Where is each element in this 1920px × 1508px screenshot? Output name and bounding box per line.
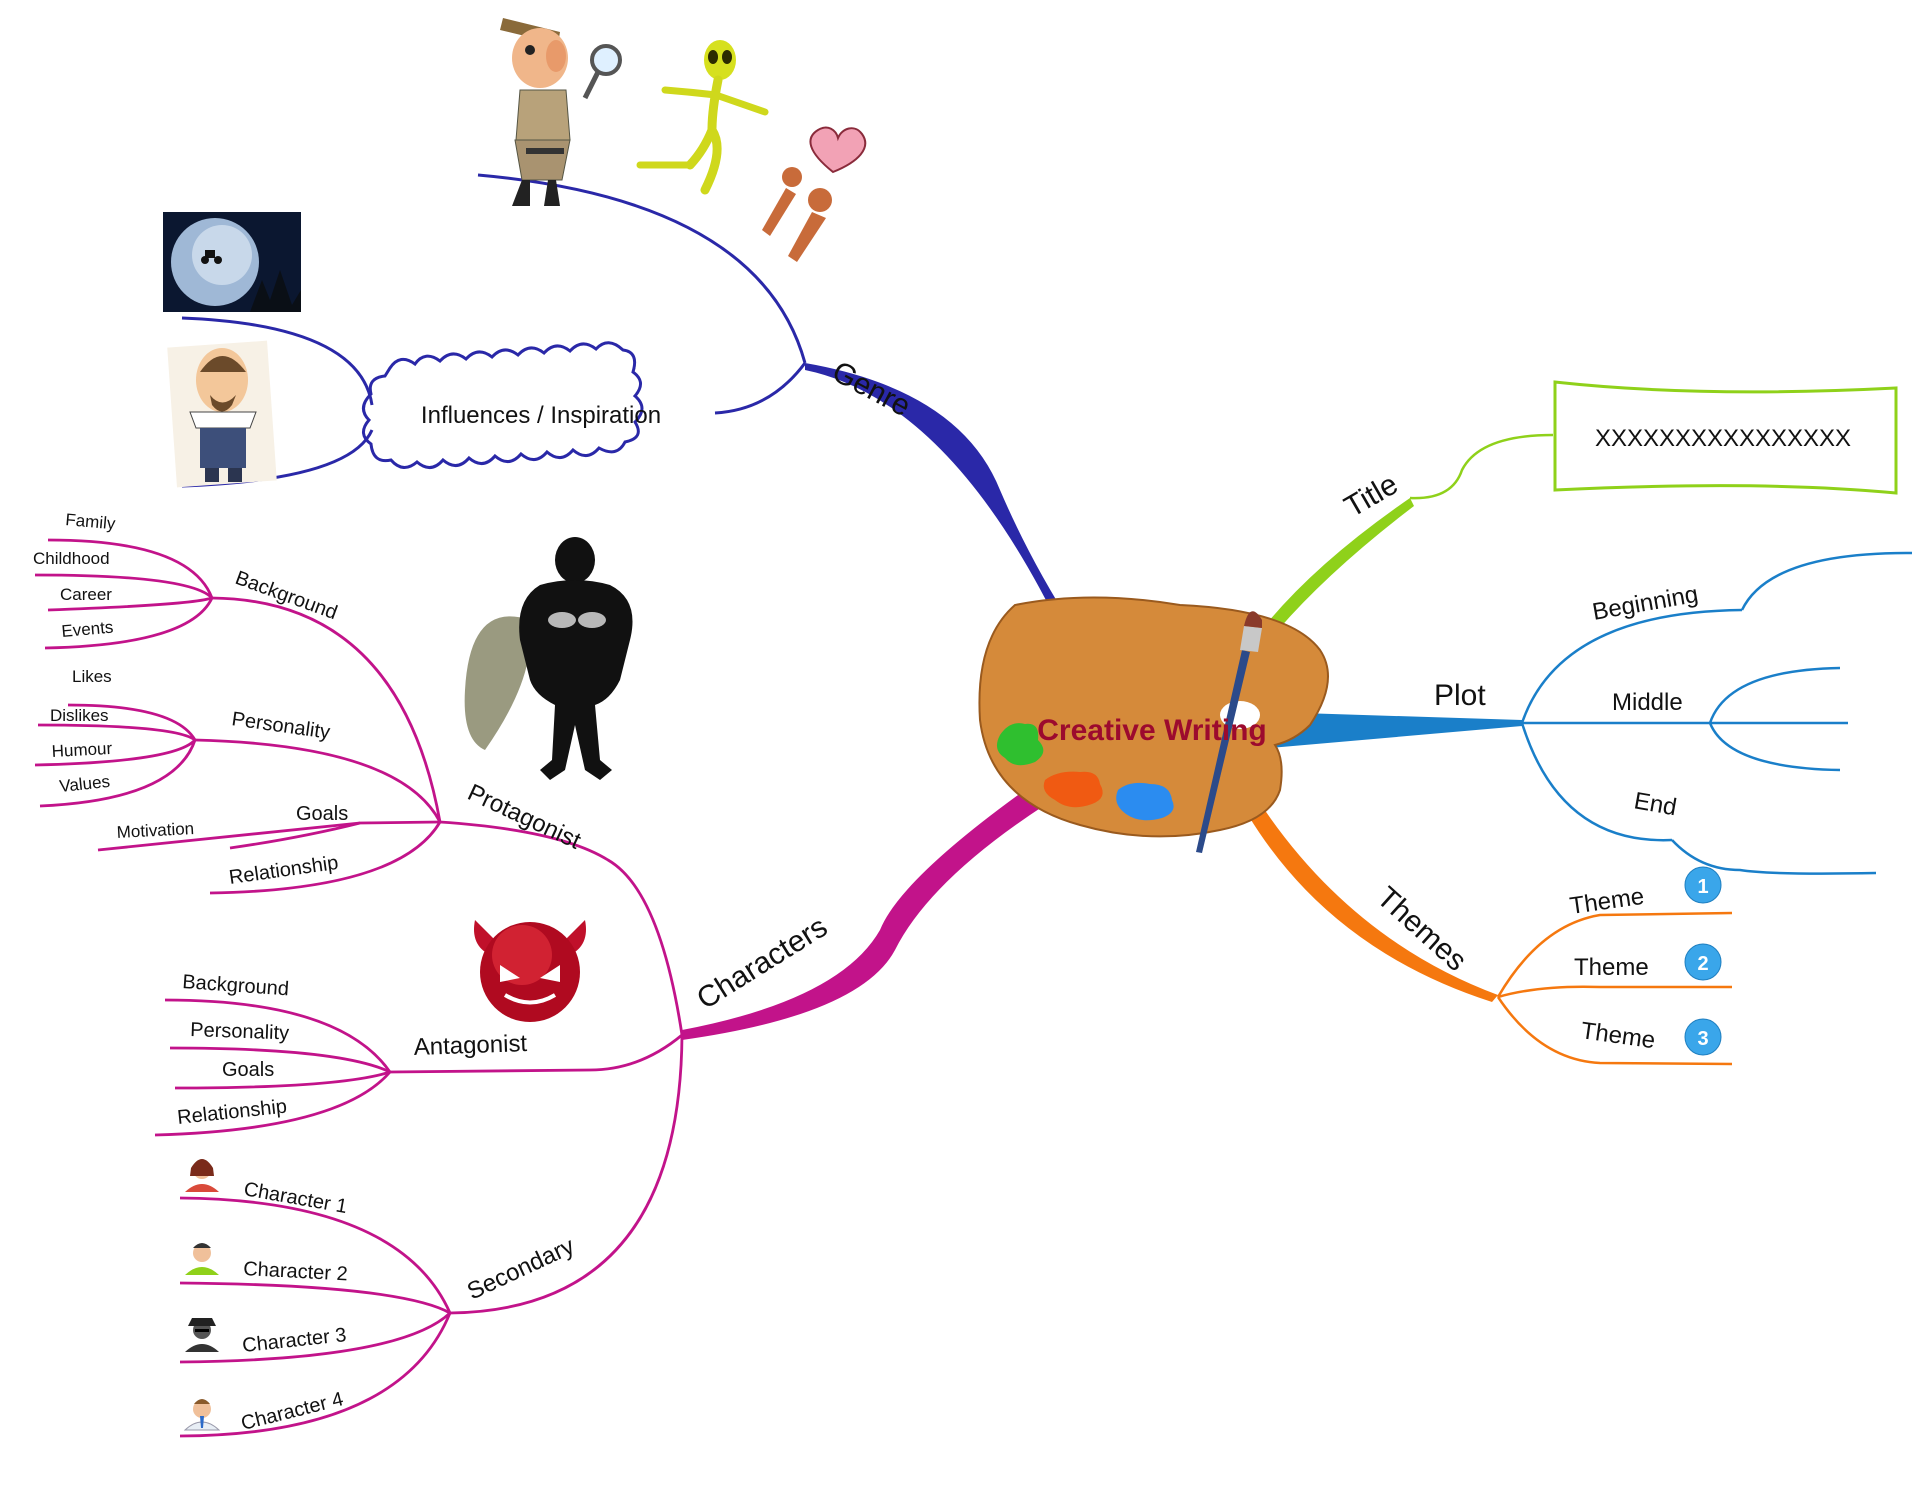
character-4-label[interactable]: Character 4 [239, 1388, 346, 1435]
theme-2-label[interactable]: Theme [1574, 954, 1649, 981]
title-box[interactable] [1553, 380, 1898, 495]
personality-likes[interactable]: Likes [72, 667, 112, 686]
theme-3-badge: 3 [1684, 1018, 1722, 1056]
shakespeare-caricature-picture [167, 340, 277, 488]
branch-title[interactable]: Title XXXXXXXXXXXXXXXX [1268, 380, 1898, 630]
protagonist-personality-label[interactable]: Personality [230, 708, 331, 744]
spy-avatar-icon [185, 1318, 219, 1352]
background-events[interactable]: Events [61, 618, 114, 641]
theme-3-label[interactable]: Theme [1579, 1017, 1657, 1054]
et-moon-bicycle-picture [163, 212, 301, 312]
theme-2-badge: 2 [1684, 943, 1722, 981]
background-family[interactable]: Family [65, 510, 117, 533]
personality-values[interactable]: Values [58, 772, 110, 796]
plot-end-label[interactable]: End [1632, 787, 1679, 821]
paint-palette-icon [978, 596, 1329, 853]
center-label[interactable]: Creative Writing [1037, 714, 1267, 747]
theme-1-badge: 1 [1684, 866, 1722, 904]
influences-node[interactable]: Influences / Inspiration [181, 316, 661, 488]
protagonist-background-label[interactable]: Background [232, 567, 340, 624]
svg-text:3: 3 [1697, 1028, 1708, 1050]
title-box-text[interactable]: XXXXXXXXXXXXXXXX [1595, 425, 1851, 452]
antagonist-personality[interactable]: Personality [190, 1019, 290, 1044]
character-1-label[interactable]: Character 1 [242, 1178, 349, 1218]
antagonist-label[interactable]: Antagonist [413, 1030, 528, 1061]
romance-heart-picture [762, 126, 867, 262]
background-childhood[interactable]: Childhood [33, 549, 110, 568]
antagonist-background[interactable]: Background [182, 971, 290, 1000]
influences-label[interactable]: Influences / Inspiration [421, 402, 661, 429]
alien-picture [636, 40, 769, 195]
man-avatar-icon [185, 1243, 219, 1275]
protagonist-goals-label[interactable]: Goals [296, 803, 348, 825]
plot-label[interactable]: Plot [1434, 679, 1486, 712]
svg-text:1: 1 [1697, 876, 1708, 898]
character-2-label[interactable]: Character 2 [243, 1258, 349, 1285]
plot-middle-label[interactable]: Middle [1612, 689, 1683, 716]
goals-motivation[interactable]: Motivation [116, 819, 194, 842]
detective-magnifier-picture [500, 18, 622, 206]
protagonist-label[interactable]: Protagonist [463, 779, 585, 855]
plot-beginning-label[interactable]: Beginning [1590, 581, 1700, 626]
businessman-avatar-icon [183, 1399, 221, 1431]
personality-humour[interactable]: Humour [51, 739, 113, 761]
devil-face-icon [474, 920, 586, 1022]
woman-avatar-icon [185, 1159, 219, 1192]
center-node[interactable]: Creative Writing [978, 596, 1329, 854]
genre-label[interactable]: Genre [827, 355, 916, 423]
antagonist-goals[interactable]: Goals [222, 1059, 274, 1081]
personality-dislikes[interactable]: Dislikes [50, 706, 109, 725]
superhero-silhouette-icon [464, 537, 633, 780]
svg-text:2: 2 [1697, 953, 1708, 975]
secondary-label[interactable]: Secondary [463, 1232, 578, 1305]
influences-cloud-shape [362, 341, 644, 469]
branch-plot[interactable]: Plot Beginning Middle End [1270, 551, 1913, 875]
background-career[interactable]: Career [60, 585, 112, 604]
